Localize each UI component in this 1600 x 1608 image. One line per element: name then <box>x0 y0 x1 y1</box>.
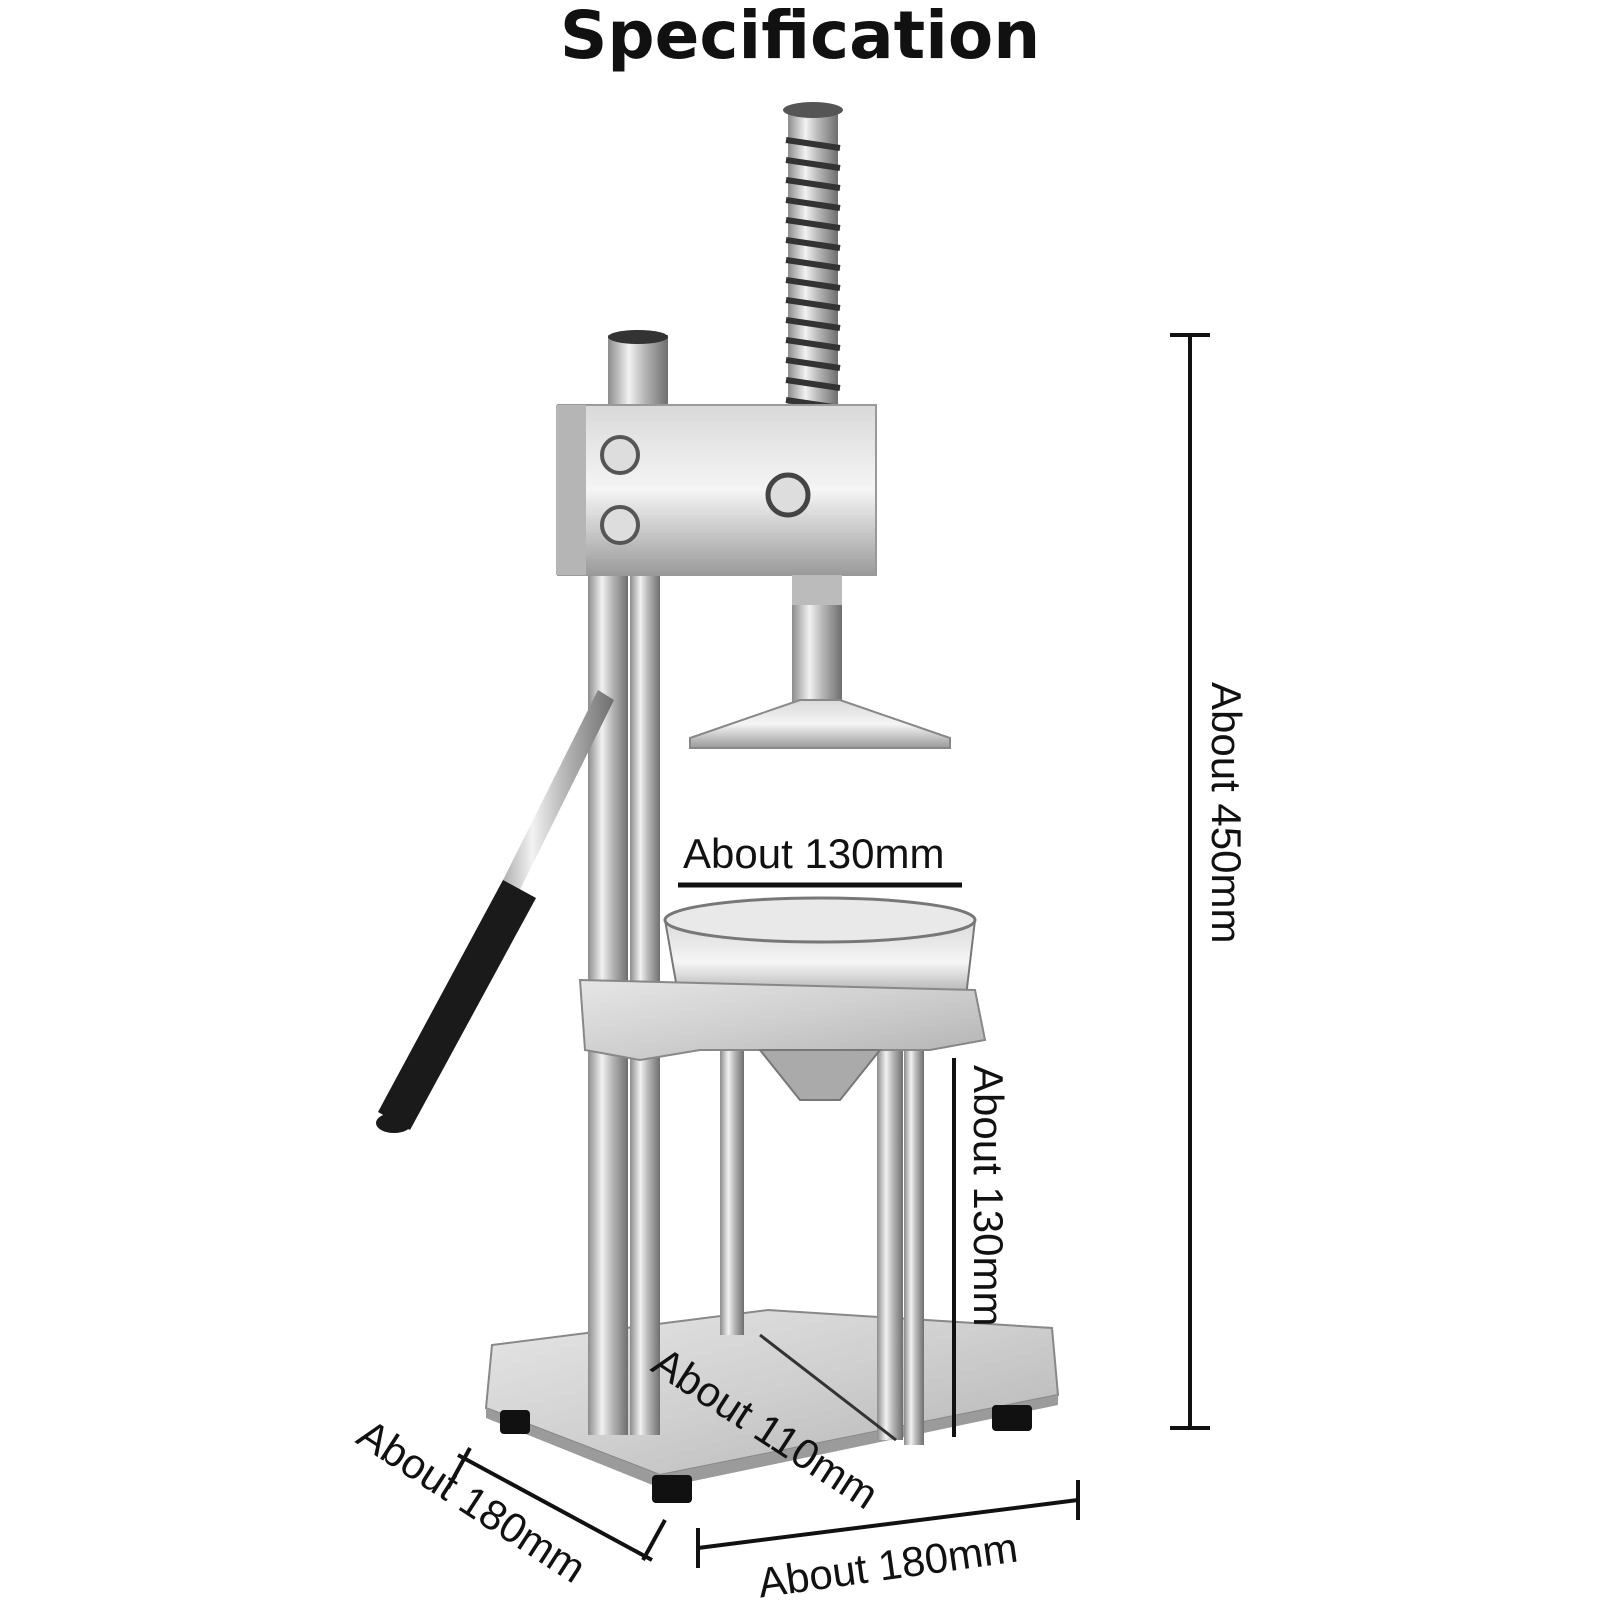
dimension-lines <box>446 333 1210 1568</box>
support-rod <box>877 1045 903 1440</box>
lever-handle <box>376 690 614 1133</box>
rubber-foot <box>500 1410 530 1434</box>
juice-bowl <box>578 896 987 1101</box>
bowl-height-label: About 130mm <box>965 1065 1012 1327</box>
bolt-icon <box>600 505 640 545</box>
rubber-foot <box>652 1475 692 1503</box>
bolt-icon <box>765 472 811 518</box>
page-title: Specification <box>559 0 1041 74</box>
height-total-label: About 450mm <box>1203 682 1250 944</box>
plunger <box>689 575 951 749</box>
rubber-foot <box>992 1405 1032 1431</box>
support-rod <box>904 1045 924 1445</box>
spring-shaft <box>783 102 843 430</box>
support-rod <box>720 1045 744 1335</box>
bowl-diameter-label: About 130mm <box>683 830 945 877</box>
press-head <box>556 404 877 576</box>
bolt-icon <box>600 435 640 475</box>
